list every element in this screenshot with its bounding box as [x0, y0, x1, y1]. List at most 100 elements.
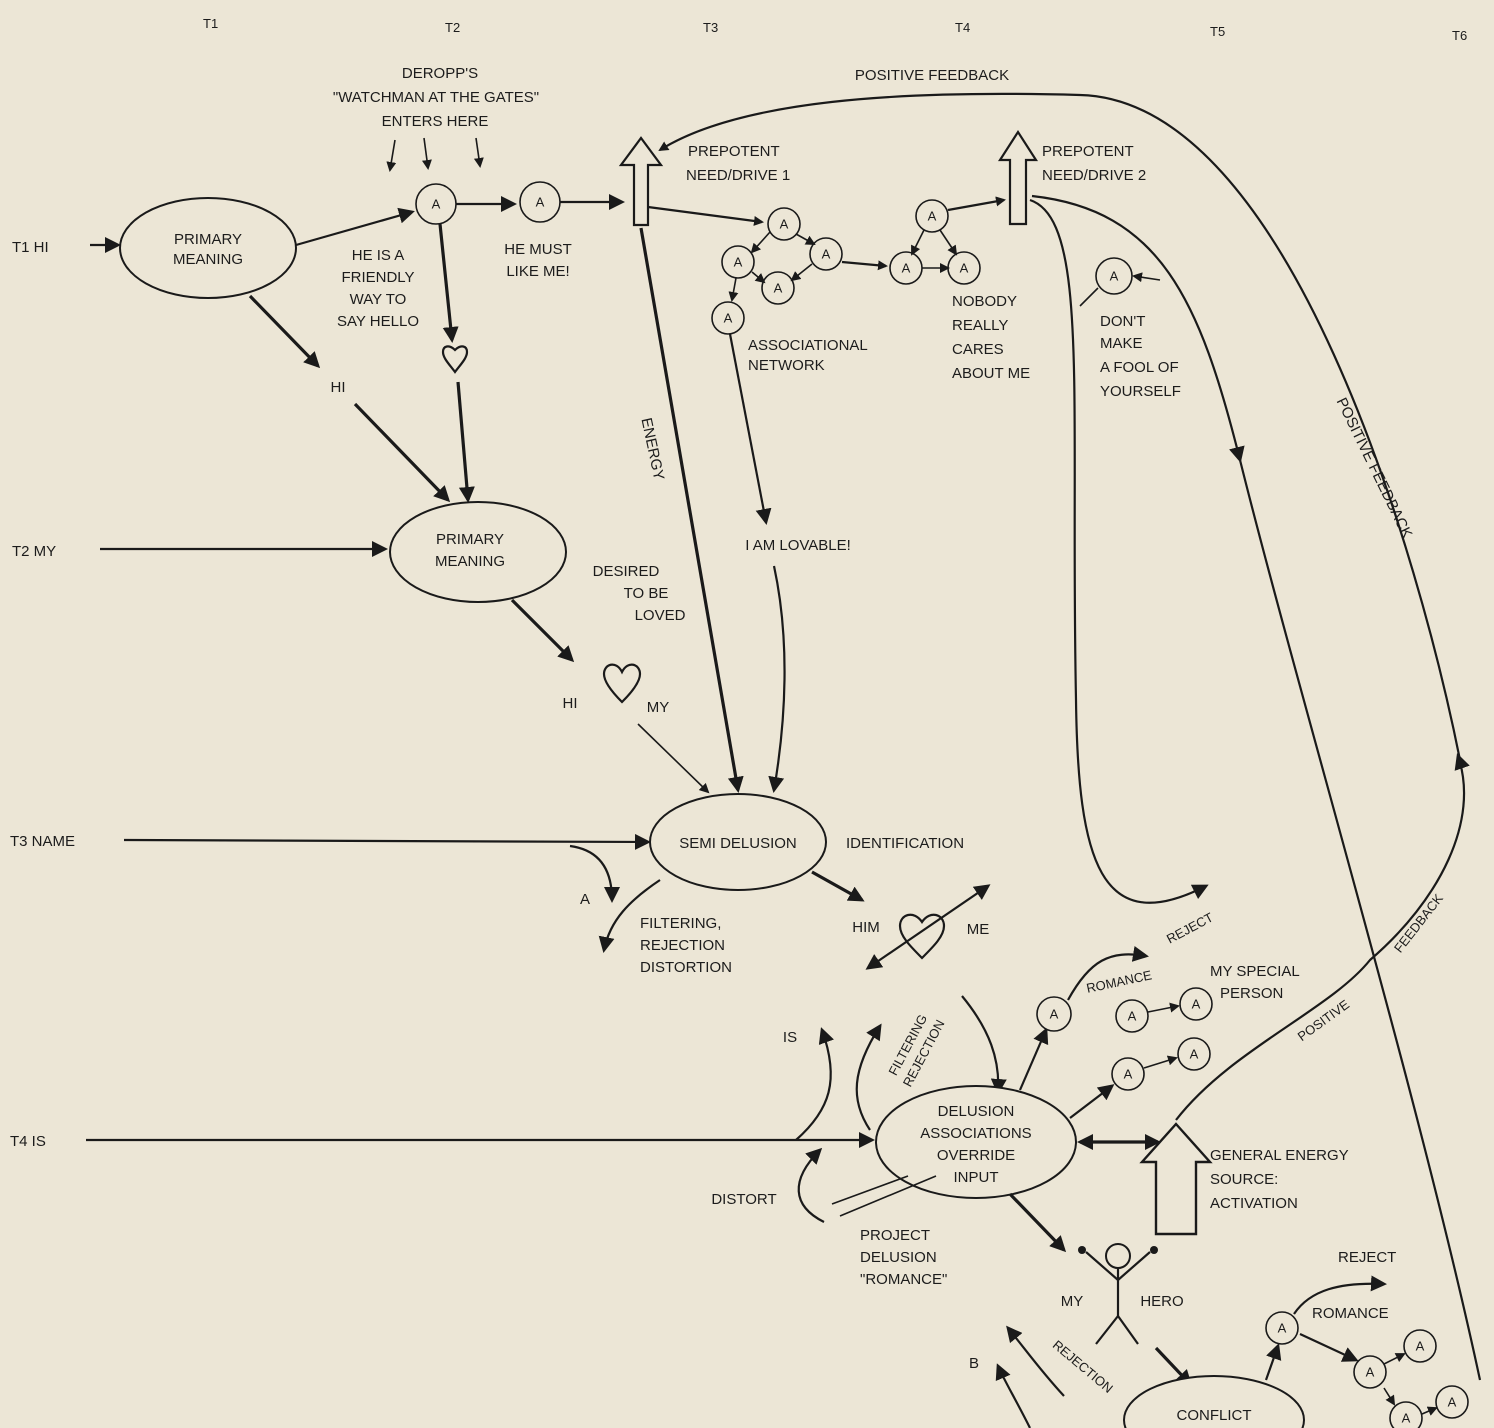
svg-text:YOURSELF: YOURSELF: [1100, 383, 1181, 400]
arrow-network-to-lovable: [728, 333, 772, 525]
arrow-pm1-to-hi: [248, 294, 321, 369]
arrow-pm2-to-hi-heart: [510, 598, 575, 663]
hero-label: HERO: [1140, 1293, 1183, 1310]
associational-network: A A A A A: [711, 207, 843, 335]
delusion-line2: ASSOCIATIONS: [920, 1125, 1031, 1142]
arrow-node4-node5: [1143, 1055, 1178, 1069]
project-line-2: [831, 1175, 909, 1205]
svg-text:NEED/DRIVE 1: NEED/DRIVE 1: [686, 167, 790, 184]
association-node-dont: [1095, 257, 1133, 295]
conflict-node-a1: [1265, 1311, 1299, 1345]
energy-label: ENERGY: [638, 416, 668, 482]
b-label: B: [969, 1355, 979, 1372]
romance-node-5: [1177, 1037, 1211, 1071]
filtering-label: FILTERING, REJECTION DISTORTION: [640, 915, 732, 976]
a-reject-label: A: [580, 891, 590, 908]
distort-label: DISTORT: [711, 1191, 776, 1208]
arrow-conflict-node-2-3: [1383, 1353, 1406, 1365]
watchman-label: DEROPP'S "WATCHMAN AT THE GATES" ENTERS …: [333, 65, 539, 130]
is-out-label: IS: [783, 1029, 797, 1046]
arrow-pm1-to-a1: [295, 207, 415, 247]
prepotent-need-2-arrow: [997, 129, 1039, 226]
delusion-node: [875, 1085, 1077, 1199]
arrow-a1-to-heart: [438, 223, 459, 343]
heart-icon-hi-my: [602, 663, 642, 704]
filtering-rejection-label: FILTERING REJECTION: [885, 1012, 947, 1090]
prepotent-need-1-arrow: [618, 136, 664, 227]
conflict-node-a5: [1435, 1385, 1469, 1419]
conflict-node: [1123, 1375, 1305, 1428]
svg-text:PREPOTENT: PREPOTENT: [1042, 143, 1134, 160]
name-input-arrow: [123, 833, 651, 850]
svg-text:A FOOL OF: A FOOL OF: [1100, 359, 1179, 376]
time-label-t5: T5: [1210, 24, 1225, 39]
svg-text:A: A: [774, 281, 783, 296]
cupid-arrow: [865, 884, 991, 970]
arrow-semidelusion-filtering: [598, 879, 661, 953]
svg-text:A: A: [724, 311, 733, 326]
svg-text:A: A: [1128, 1009, 1137, 1024]
positive-feedback-lower-label1: POSITIVE: [1295, 996, 1353, 1044]
svg-text:REJECTION: REJECTION: [640, 937, 725, 954]
time-axis-labels: T1 T2 T3 T4 T5 T6: [203, 16, 1467, 43]
svg-text:DESIRED: DESIRED: [593, 563, 660, 580]
svg-text:HE MUST: HE MUST: [504, 241, 572, 258]
svg-text:A: A: [780, 217, 789, 232]
my-heart-label: MY: [647, 699, 670, 716]
romance-node-3: [1179, 987, 1213, 1021]
arrow-delusion-to-hero: [1008, 1192, 1067, 1253]
time-label-t1: T1: [203, 16, 218, 31]
svg-text:SAY HELLO: SAY HELLO: [337, 313, 419, 330]
svg-text:DEROPP'S: DEROPP'S: [402, 65, 478, 82]
delusion-line4: INPUT: [954, 1169, 999, 1186]
time-label-t3: T3: [703, 20, 718, 35]
svg-text:FILTERING,: FILTERING,: [640, 915, 721, 932]
svg-text:A: A: [1050, 1007, 1059, 1022]
romance-node-2: [1115, 999, 1149, 1033]
positive-feedback-lower-arrow: [1175, 753, 1470, 1121]
network-node-3: [809, 237, 843, 271]
time-label-t4: T4: [955, 20, 970, 35]
arrow-rejection: [1006, 1325, 1065, 1397]
semi-delusion-node: [649, 793, 827, 891]
svg-text:A: A: [1190, 1047, 1199, 1062]
associational-network-label: ASSOCIATIONAL NETWORK: [748, 337, 868, 374]
network-node-1: [767, 207, 801, 241]
delusion-line1: DELUSION: [938, 1103, 1015, 1120]
romance-node-4: [1111, 1057, 1145, 1091]
i-am-lovable-label: I AM LOVABLE!: [745, 537, 851, 554]
general-energy-label: GENERAL ENERGY SOURCE: ACTIVATION: [1210, 1147, 1349, 1212]
watchman-arrow-3: [473, 137, 484, 168]
svg-text:ABOUT ME: ABOUT ME: [952, 365, 1030, 382]
conflict-label: CONFLICT: [1177, 1407, 1252, 1424]
my-special-person-label: MY SPECIAL PERSON: [1210, 963, 1300, 1002]
svg-text:PERSON: PERSON: [1220, 985, 1283, 1002]
arrow-hi-to-pm2: [353, 402, 451, 503]
conflict-node-a3: [1403, 1329, 1437, 1363]
svg-text:DON'T: DON'T: [1100, 313, 1145, 330]
arrow-lovable-to-semidelusion: [768, 565, 786, 793]
desired-to-be-loved-label: DESIRED TO BE LOVED: [593, 563, 686, 624]
arrow-network-to-cluster: [841, 260, 888, 271]
arrow-romance-node: [1147, 1002, 1180, 1013]
svg-text:A: A: [928, 209, 937, 224]
network-node-2: [721, 245, 755, 279]
network-node-4: [761, 271, 795, 305]
romance-label-2: ROMANCE: [1312, 1305, 1389, 1322]
identification-label: IDENTIFICATION: [846, 835, 964, 852]
arrow-filtering-rejection: [855, 1023, 882, 1131]
svg-text:NOBODY: NOBODY: [952, 293, 1017, 310]
conflict-node-a2: [1353, 1355, 1387, 1389]
arrow-conflict-node-1-2: [1299, 1333, 1359, 1362]
positive-feedback-right-label: POSITIVE FEEDBACK: [1333, 395, 1416, 541]
arrow-delusion-to-node4: [1069, 1084, 1115, 1119]
arrow-heart-to-delusion: [961, 995, 1007, 1095]
primary-meaning-2-line2: MEANING: [435, 553, 505, 570]
semi-delusion-label: SEMI DELUSION: [679, 835, 797, 852]
svg-text:A: A: [1402, 1411, 1411, 1426]
arrow-prepotent1-to-network: [647, 205, 764, 226]
svg-text:MAKE: MAKE: [1100, 335, 1143, 352]
project-line-1: [839, 1175, 937, 1217]
input-label-is: T4 IS: [10, 1133, 46, 1150]
